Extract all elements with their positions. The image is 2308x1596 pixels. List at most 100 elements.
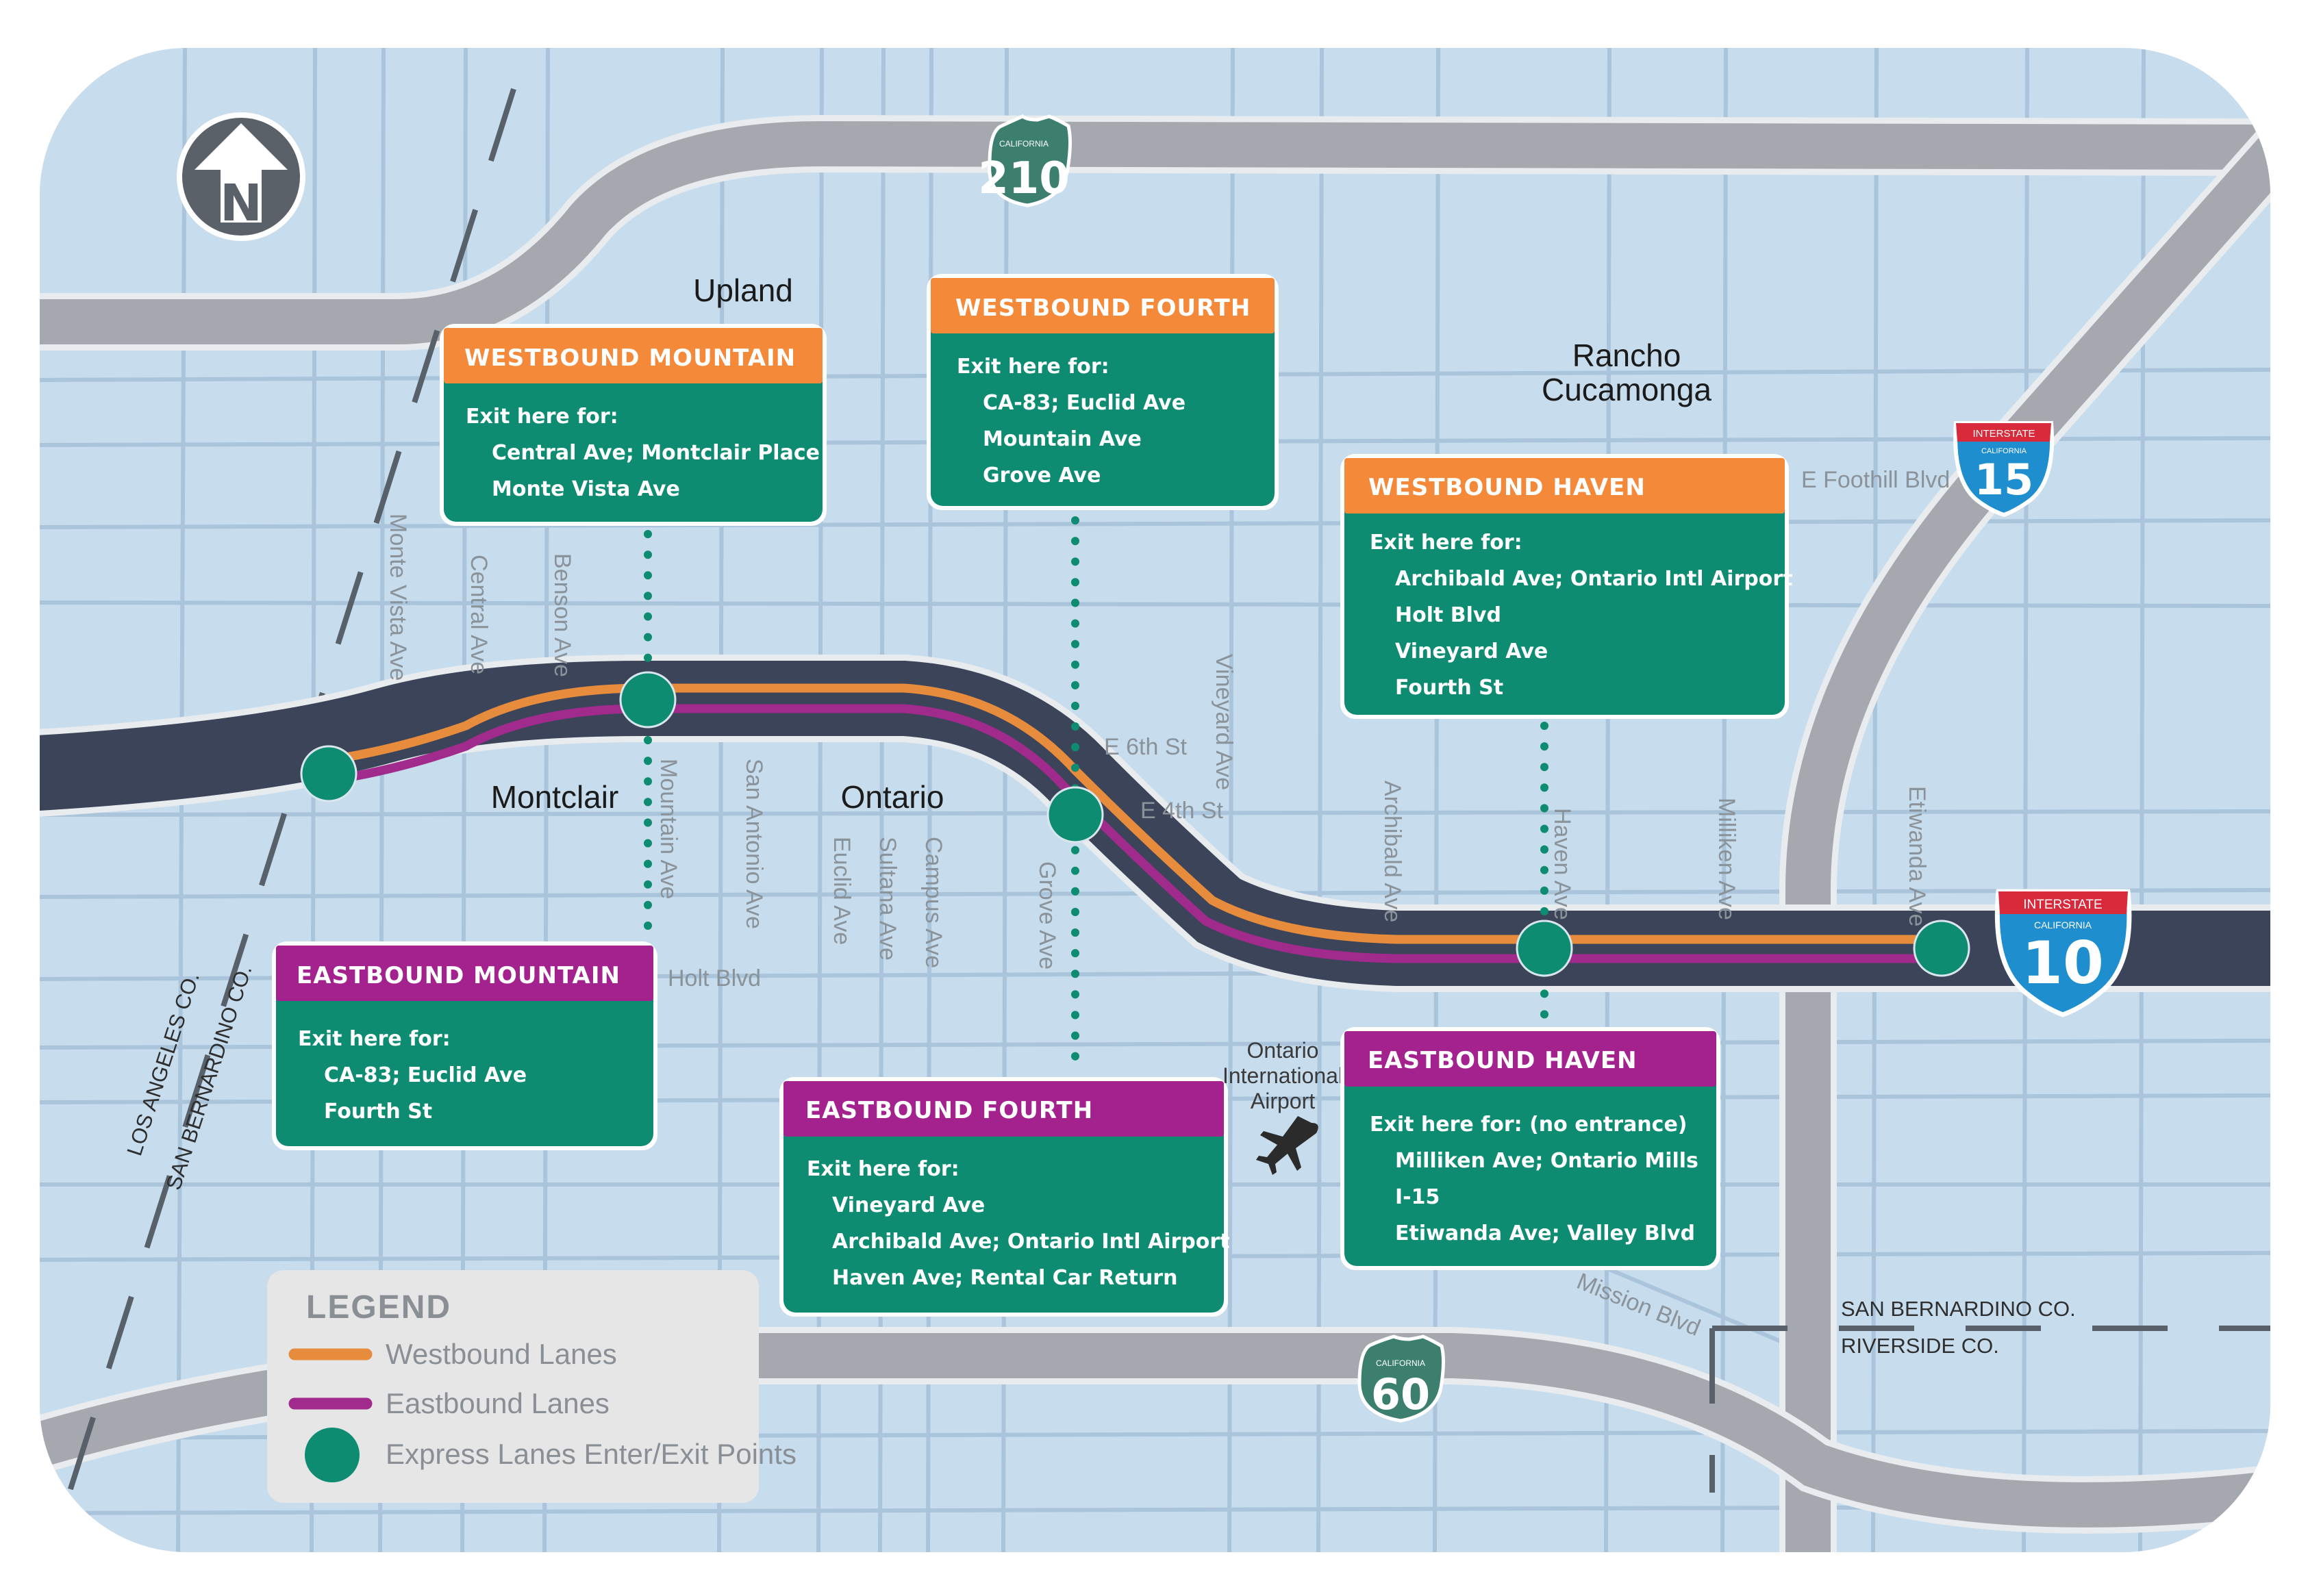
- wb-haven-title: WESTBOUND HAVEN: [1368, 474, 1646, 501]
- eb-fourth-item: Archibald Ave; Ontario Intl Airport: [832, 1230, 1230, 1254]
- eb-fourth-intro: Exit here for:: [807, 1157, 959, 1181]
- i15-top: INTERSTATE: [1972, 428, 2035, 440]
- wb-mountain-item: Central Ave; Montclair Place: [492, 441, 820, 465]
- eb-fourth-item: Vineyard Ave: [832, 1193, 985, 1217]
- ca210-state: CALIFORNIA: [999, 139, 1049, 149]
- city-rancho-line2: Cucamonga: [1542, 372, 1711, 407]
- westbound-lanes: [328, 683, 1938, 944]
- eb-haven-intro: Exit here for: (no entrance): [1370, 1113, 1688, 1137]
- legend-westbound-label: Westbound Lanes: [386, 1338, 617, 1370]
- wb-fourth-item: CA-83; Euclid Ave: [983, 391, 1186, 415]
- north-letter: N: [220, 174, 262, 233]
- i15-shield: INTERSTATE CALIFORNIA 15: [1953, 421, 2055, 518]
- eb-haven-item: Milliken Ave; Ontario Mills: [1395, 1149, 1698, 1173]
- street-monte-vista: Monte Vista Ave: [385, 514, 411, 681]
- box-eastbound-mountain: EASTBOUND MOUNTAIN Exit here for: CA-83;…: [272, 941, 657, 1150]
- express-point-mountain[interactable]: [619, 671, 677, 729]
- wb-mountain-intro: Exit here for:: [466, 405, 618, 429]
- wb-haven-item: Vineyard Ave: [1395, 639, 1548, 663]
- street-san-antonio: San Antonio Ave: [741, 759, 767, 929]
- street-e4th: E 4th St: [1140, 798, 1224, 824]
- wb-fourth-item: Mountain Ave: [983, 427, 1142, 451]
- i15-number: 15: [1974, 455, 2033, 505]
- legend: LEGEND Westbound Lanes Eastbound Lanes E…: [267, 1270, 796, 1503]
- north-arrow: N: [177, 112, 305, 241]
- street-etiwanda: Etiwanda Ave: [1904, 786, 1930, 926]
- street-euclid: Euclid Ave: [829, 837, 855, 945]
- i10-number: 10: [2022, 929, 2104, 998]
- i15-shield-icon: [1953, 421, 2055, 518]
- eb-mountain-title: EASTBOUND MOUNTAIN: [297, 962, 620, 989]
- eb-fourth-item: Haven Ave; Rental Car Return: [832, 1266, 1177, 1290]
- express-point-etiwanda[interactable]: [1913, 920, 1970, 977]
- express-point-haven[interactable]: [1516, 920, 1573, 977]
- county-riverside: RIVERSIDE CO.: [1841, 1334, 1999, 1358]
- street-benson: Benson Ave: [549, 553, 575, 677]
- wb-fourth-intro: Exit here for:: [957, 355, 1109, 379]
- street-central: Central Ave: [466, 555, 492, 674]
- street-e6th: E 6th St: [1104, 734, 1188, 760]
- box-eastbound-fourth: EASTBOUND FOURTH Exit here for: Vineyard…: [779, 1077, 1230, 1317]
- box-eastbound-haven: EASTBOUND HAVEN Exit here for: (no entra…: [1340, 1027, 1720, 1270]
- city-rancho-line1: Rancho: [1572, 338, 1681, 373]
- street-sultana: Sultana Ave: [875, 837, 901, 961]
- street-foothill: E Foothill Blvd: [1801, 467, 1950, 493]
- box-westbound-mountain: WESTBOUND MOUNTAIN Exit here for: Centra…: [440, 324, 827, 526]
- box-westbound-haven: WESTBOUND HAVEN Exit here for: Archibald…: [1340, 454, 1793, 719]
- street-holt: Holt Blvd: [668, 965, 761, 991]
- eb-fourth-title: EASTBOUND FOURTH: [805, 1097, 1093, 1124]
- wb-haven-item: Holt Blvd: [1395, 603, 1501, 627]
- wb-haven-intro: Exit here for:: [1370, 531, 1522, 555]
- ca60-shield: CALIFORNIA 60: [1357, 1334, 1445, 1423]
- airplane-icon: [1256, 1116, 1318, 1175]
- i10-shield: INTERSTATE CALIFORNIA 10: [1994, 889, 2132, 1017]
- wb-haven-item: Archibald Ave; Ontario Intl Airport: [1395, 567, 1793, 591]
- wb-fourth-item: Grove Ave: [983, 464, 1101, 487]
- eb-mountain-intro: Exit here for:: [298, 1027, 451, 1051]
- street-grove: Grove Ave: [1034, 861, 1060, 970]
- airport-label-line1: Ontario: [1247, 1038, 1319, 1063]
- airport-label-line3: Airport: [1251, 1089, 1315, 1113]
- eb-mountain-item: Fourth St: [324, 1100, 432, 1124]
- ca210-shield-icon: [988, 114, 1072, 207]
- street-vineyard: Vineyard Ave: [1211, 654, 1237, 790]
- county-san-bernardino: SAN BERNARDINO CO.: [1841, 1297, 2076, 1321]
- street-haven: Haven Ave: [1549, 808, 1575, 920]
- ca210-number: 210: [978, 153, 1070, 204]
- i10-state: CALIFORNIA: [2034, 920, 2092, 930]
- street-archibald: Archibald Ave: [1379, 781, 1405, 922]
- eb-haven-item: Etiwanda Ave; Valley Blvd: [1395, 1221, 1695, 1245]
- eastbound-lanes: [328, 704, 1938, 963]
- ca60-number: 60: [1371, 1369, 1430, 1419]
- wb-fourth-title: WESTBOUND FOURTH: [955, 294, 1251, 322]
- eb-haven-item: I-15: [1395, 1185, 1440, 1209]
- express-points: [300, 671, 1970, 977]
- wb-haven-item: Fourth St: [1395, 676, 1503, 700]
- city-upland: Upland: [693, 273, 793, 308]
- city-ontario: Ontario: [841, 779, 944, 815]
- ca210-shield: CALIFORNIA 210: [978, 114, 1072, 207]
- street-campus: Campus Ave: [920, 837, 946, 968]
- express-point-fourth[interactable]: [1046, 786, 1104, 844]
- legend-eastbound-label: Eastbound Lanes: [386, 1387, 610, 1419]
- north-arrow-icon: [195, 123, 288, 223]
- i10-shield-icon: [1994, 889, 2132, 1017]
- street-mountain: Mountain Ave: [655, 759, 681, 899]
- exit-connectors: [644, 516, 1548, 1072]
- express-point-west[interactable]: [300, 745, 358, 802]
- eb-mountain-item: CA-83; Euclid Ave: [324, 1063, 527, 1087]
- legend-title: LEGEND: [306, 1289, 451, 1326]
- ca60-shield-icon: [1357, 1334, 1445, 1423]
- i10-top: INTERSTATE: [2023, 898, 2102, 912]
- wb-mountain-item: Monte Vista Ave: [492, 477, 680, 501]
- legend-points-label: Express Lanes Enter/Exit Points: [386, 1438, 796, 1470]
- legend-point-swatch: [305, 1428, 360, 1482]
- ca60-state: CALIFORNIA: [1376, 1358, 1425, 1368]
- street-milliken: Milliken Ave: [1714, 798, 1740, 920]
- wb-mountain-title: WESTBOUND MOUNTAIN: [464, 344, 796, 372]
- city-montclair: Montclair: [491, 779, 619, 815]
- county-lines: [62, 88, 2270, 1508]
- eb-haven-title: EASTBOUND HAVEN: [1368, 1047, 1638, 1074]
- box-westbound-fourth: WESTBOUND FOURTH Exit here for: CA-83; E…: [927, 274, 1279, 510]
